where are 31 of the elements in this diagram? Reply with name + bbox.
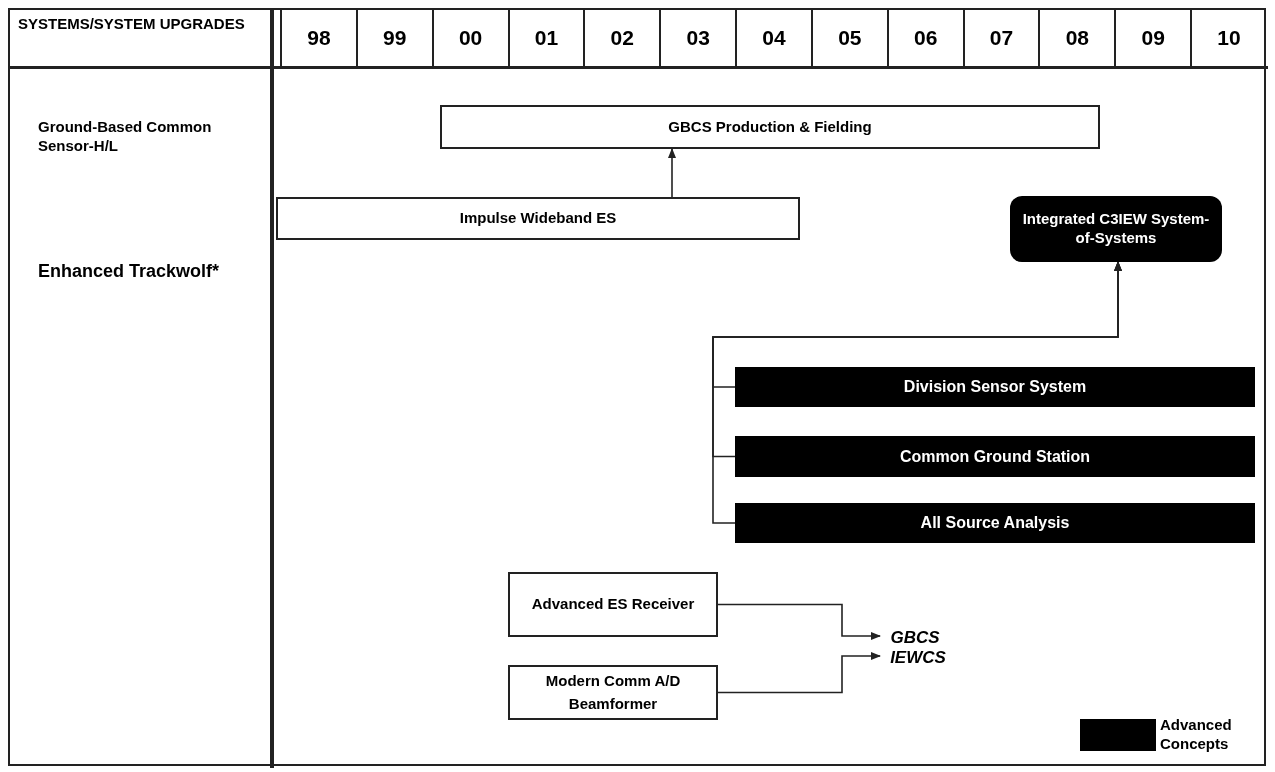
year-cell: 04	[735, 10, 811, 66]
concept-bar: Division Sensor System	[735, 367, 1255, 407]
concept-bar: Common Ground Station	[735, 436, 1255, 477]
year-cell: 06	[886, 10, 963, 66]
concept-box: Integrated C3IEW System-of-Systems	[1010, 196, 1222, 262]
concept-bar: All Source Analysis	[735, 503, 1255, 543]
connector-arrow	[717, 652, 881, 694]
year-cell-text: 98	[306, 25, 332, 52]
year-cell: 10	[1190, 10, 1266, 66]
connector-arrow	[712, 261, 1122, 524]
process-box: Advanced ES Receiver	[508, 572, 718, 637]
header-cell-text: SYSTEMS/SYSTEM UPGRADES	[18, 16, 246, 32]
year-cell: 00	[431, 10, 508, 66]
year-cell: 08	[1038, 10, 1115, 66]
year-cell: 09	[1114, 10, 1191, 66]
year-cell: 02	[583, 10, 660, 66]
row-label: Ground-Based Common Sensor-H/L	[38, 118, 213, 156]
legend-text: Advanced Concepts	[1160, 716, 1233, 754]
target-text: IEWCS	[880, 645, 956, 667]
year-cell: 07	[962, 10, 1039, 66]
year-cell: 05	[810, 10, 887, 66]
year-cell: 99	[355, 10, 432, 66]
target-text: GBCS	[880, 625, 950, 647]
year-cell: 03	[659, 10, 736, 66]
connector-arrow	[717, 603, 881, 640]
process-box: GBCS Production & Fielding	[440, 105, 1100, 149]
connector-arrow	[668, 148, 676, 198]
process-box: Modern Comm A/D Beamformer	[508, 665, 718, 720]
year-cell: 01	[507, 10, 584, 66]
row-label: Enhanced Trackwolf*	[38, 260, 221, 283]
process-box: Impulse Wideband ES	[276, 197, 800, 240]
